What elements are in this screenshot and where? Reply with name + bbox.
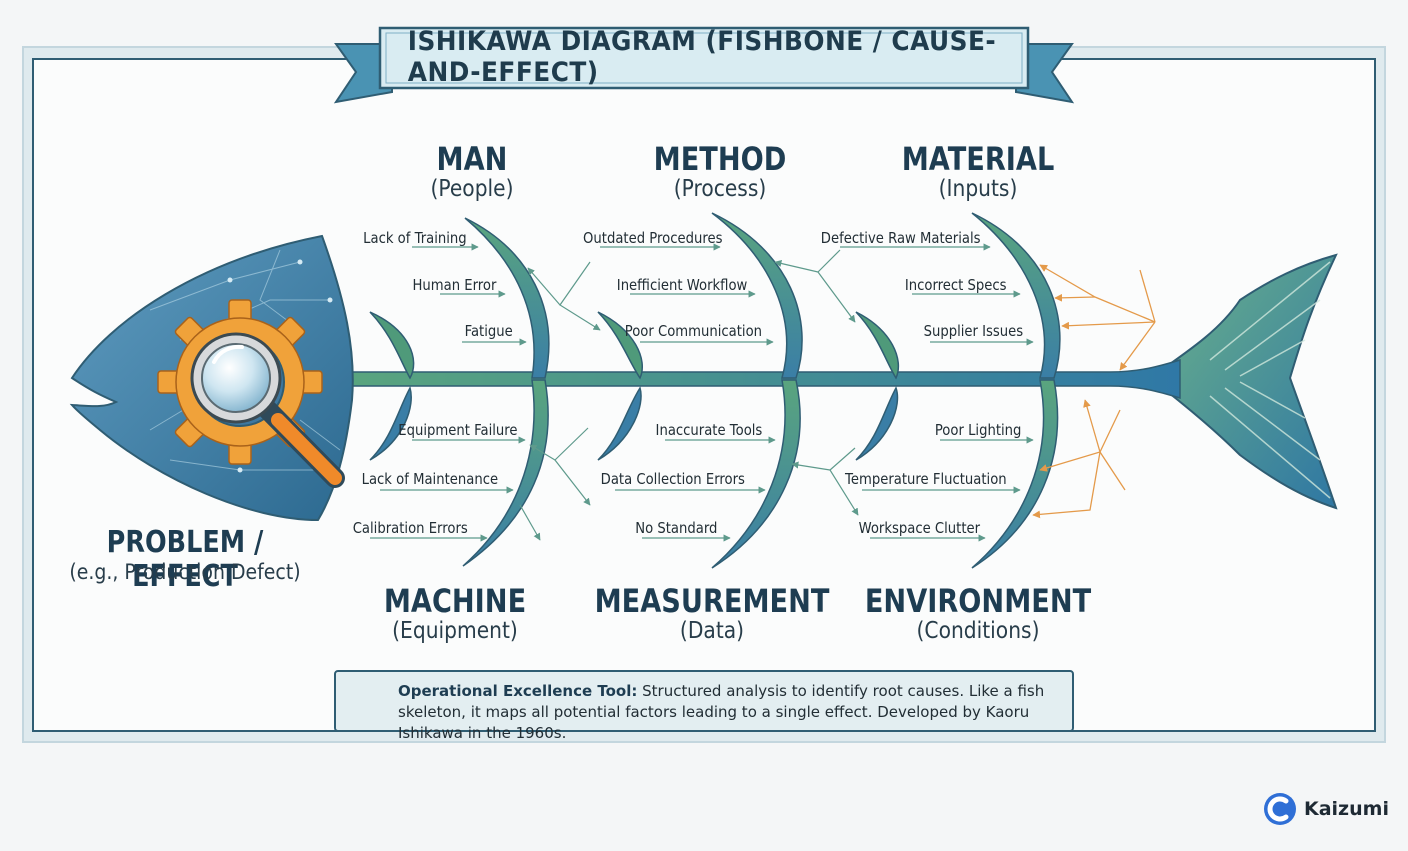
note-text: Operational Excellence Tool: Structured … <box>398 681 1058 744</box>
cause-label: No Standard <box>634 519 717 537</box>
category-subtitle-material: (Inputs) <box>938 176 1018 202</box>
cause-label: Human Error <box>412 276 496 294</box>
category-subtitle-environment: (Conditions) <box>916 618 1040 644</box>
note-body: Structured analysis to identify root cau… <box>398 682 1045 742</box>
cause-label: Temperature Fluctuation <box>845 470 1007 488</box>
cause-label: Fatigue <box>464 322 513 340</box>
cause-label: Outdated Procedures <box>582 229 722 247</box>
title-banner <box>333 26 1075 104</box>
cause-label: Inefficient Workflow <box>616 276 747 294</box>
brand-name: Kaizumi <box>1304 798 1389 820</box>
note-label: Operational Excellence Tool: <box>398 682 638 700</box>
cause-label: Data Collection Errors <box>600 470 745 488</box>
category-title-man: MAN <box>436 140 508 178</box>
cause-label: Incorrect Specs <box>905 276 1007 294</box>
cause-label: Defective Raw Materials <box>821 229 981 247</box>
category-subtitle-method: (Process) <box>673 176 767 202</box>
cause-arrows <box>370 243 1034 542</box>
cause-label: Lack of Maintenance <box>361 470 498 488</box>
cause-label: Supplier Issues <box>923 322 1023 340</box>
cause-label: Workspace Clutter <box>858 519 980 537</box>
info-note: Operational Excellence Tool: Structured … <box>334 670 1074 742</box>
category-subtitle-measurement: (Data) <box>679 618 745 644</box>
category-subtitle-machine: (Equipment) <box>392 618 518 644</box>
category-title-machine: MACHINE <box>383 582 527 620</box>
category-subtitle-man: (People) <box>430 176 514 202</box>
material-env-branches <box>1032 264 1156 519</box>
category-title-measurement: MEASUREMENT <box>594 582 830 620</box>
brand: Kaizumi <box>1262 791 1389 827</box>
cause-label: Calibration Errors <box>352 519 468 537</box>
kaizumi-logo-icon <box>1264 793 1296 825</box>
effect-subtitle: (e.g., Production Defect) <box>69 560 301 584</box>
cause-label: Inaccurate Tools <box>655 421 762 439</box>
diagram-title: ISHIKAWA DIAGRAM (FISHBONE / CAUSE-AND-E… <box>407 26 997 88</box>
category-title-method: METHOD <box>653 140 787 178</box>
magnifier-gear-icon <box>157 299 345 488</box>
category-title-environment: ENVIRONMENT <box>864 582 1092 620</box>
category-title-material: MATERIAL <box>901 140 1055 178</box>
cause-label: Equipment Failure <box>398 421 518 439</box>
cause-label: Poor Lighting <box>934 421 1021 439</box>
cause-label: Poor Communication <box>624 322 762 340</box>
ribs <box>369 212 1061 569</box>
fish-tail <box>1148 253 1338 510</box>
fish-spine <box>339 358 1181 400</box>
effect-title: PROBLEM / EFFECT <box>106 525 264 594</box>
cause-label: Lack of Training <box>363 229 467 247</box>
